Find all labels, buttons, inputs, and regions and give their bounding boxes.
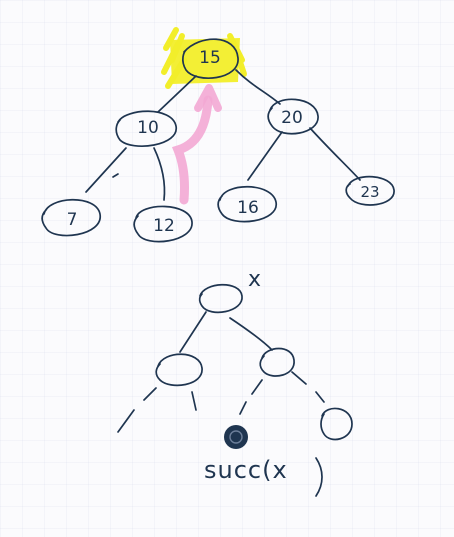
node-label: 12 <box>153 216 175 236</box>
succ-label: succ(x <box>204 456 323 497</box>
tree-node-12: 12 <box>133 205 193 243</box>
node-label: 7 <box>67 210 78 230</box>
node-label: 10 <box>137 118 159 138</box>
schematic-left-dashed <box>117 387 157 433</box>
edge-10-12 <box>153 147 166 201</box>
edge-10-7 <box>85 147 127 193</box>
edge-20-16 <box>247 131 283 181</box>
succ-close-paren <box>315 457 323 497</box>
schematic-edge-left <box>179 311 207 353</box>
edge-15-10 <box>157 75 197 113</box>
tree-node-20: 20 <box>267 98 319 135</box>
x-label: x <box>248 267 261 292</box>
node-label: 20 <box>281 108 303 128</box>
schematic-left-right-stub <box>191 391 197 411</box>
tree-node-16: 16 <box>217 185 277 223</box>
successor-node <box>224 425 248 449</box>
tree-node-7: 7 <box>41 198 101 237</box>
node-label: 23 <box>360 183 379 201</box>
schematic-right-child <box>259 347 295 377</box>
edge-20-23 <box>309 127 361 181</box>
successor-arrow <box>171 84 222 205</box>
schematic-dashed-to-succ <box>239 379 263 415</box>
tree-node-10: 10 <box>115 110 177 147</box>
schematic-right-dashed <box>291 371 325 403</box>
schematic-edge-right <box>229 317 273 351</box>
schematic-node-x <box>198 283 243 314</box>
edge-15-20 <box>235 69 281 105</box>
schematic-right-leaf <box>320 407 353 441</box>
tree-edges <box>85 69 361 201</box>
succ-text: succ(x <box>204 456 288 484</box>
tree-node-15: 15 <box>181 38 239 80</box>
tree-node-23: 23 <box>345 175 395 206</box>
schematic-left-child <box>155 353 203 387</box>
node-label: 15 <box>199 48 221 68</box>
node-label: 16 <box>237 198 259 218</box>
schematic-tree: x <box>117 267 353 441</box>
